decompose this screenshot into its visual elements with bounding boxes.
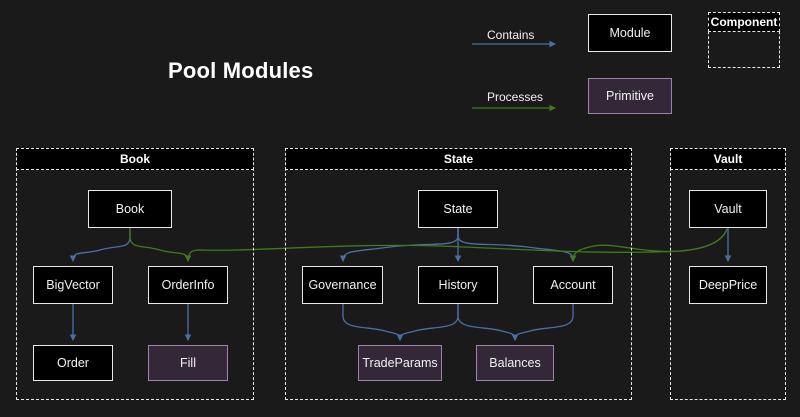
node-order[interactable]: Order	[33, 345, 113, 381]
node-history[interactable]: History	[418, 266, 498, 304]
legend-primitive-box: Primitive	[588, 78, 672, 114]
node-deepprice[interactable]: DeepPrice	[689, 266, 767, 304]
node-governance[interactable]: Governance	[302, 266, 383, 304]
legend-component-header: Component	[708, 12, 780, 32]
node-fill[interactable]: Fill	[148, 345, 228, 381]
node-account[interactable]: Account	[533, 266, 613, 304]
node-orderinfo[interactable]: OrderInfo	[148, 266, 228, 304]
legend-contains-label: Contains	[487, 28, 535, 42]
group-vault-header: Vault	[670, 148, 786, 170]
node-balances[interactable]: Balances	[476, 345, 554, 381]
group-state-header: State	[285, 148, 632, 170]
group-book-header: Book	[16, 148, 254, 170]
node-state[interactable]: State	[418, 190, 498, 228]
node-vault[interactable]: Vault	[689, 190, 767, 228]
node-bigvector[interactable]: BigVector	[33, 266, 113, 304]
node-book[interactable]: Book	[88, 190, 172, 228]
legend-processes-label: Processes	[487, 90, 544, 104]
node-tradeparams[interactable]: TradeParams	[358, 345, 442, 381]
legend-module-box: Module	[588, 14, 672, 52]
page-title: Pool Modules	[168, 58, 314, 83]
